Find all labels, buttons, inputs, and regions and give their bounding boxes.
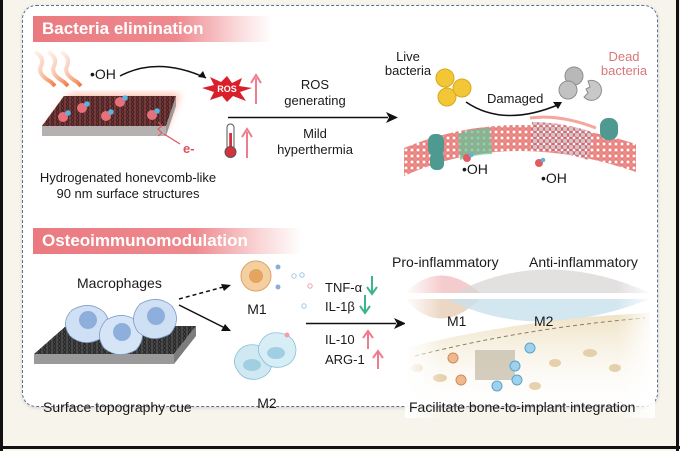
dead-bacteria-icon: [558, 66, 602, 101]
polarization-arrows: [178, 284, 231, 331]
oh-radical-label: •OH: [90, 66, 116, 82]
heat-up-arrow-icon: [241, 127, 253, 158]
macrophages-on-surface-illustration: [34, 299, 196, 364]
live-bacteria-icon: [435, 68, 472, 107]
section-title-osteo: Osteoimmunomodulation: [33, 228, 302, 254]
curve-m2-label: M2: [534, 313, 554, 329]
mild-hyperthermia-line2: hyperthermia: [277, 142, 353, 157]
cytokine-dots: [299, 272, 313, 309]
macrophage-cells: [65, 299, 177, 355]
dead-bacteria-line2: bacteria: [600, 63, 648, 78]
il10-up-arrow-icon: [362, 329, 374, 349]
m2-macrophage-icon: [234, 332, 297, 380]
oh-molecules: [58, 95, 160, 122]
arg1-up-arrow-icon: [372, 349, 384, 369]
frame-border-right: [676, 0, 679, 451]
cytokine-tnf: TNF-α: [325, 280, 363, 295]
m1-macrophage-icon: [240, 260, 297, 292]
mild-hyperthermia-line1: Mild: [303, 126, 327, 141]
ros-badge-label: ROS: [217, 84, 237, 94]
bacterial-membrane-illustration: [404, 115, 636, 176]
ros-burst-icon: [202, 76, 252, 102]
live-bacteria-line1: Live: [396, 49, 420, 64]
frame-border-bottom: [0, 446, 680, 449]
electron-label: e-: [183, 141, 195, 156]
m2-label: M2: [257, 395, 277, 411]
damaged-label: Damaged: [487, 91, 544, 106]
ros-generating-line2: generating: [284, 93, 346, 108]
surface-caption-line2: 90 nm surface structures: [56, 186, 200, 201]
cytokine-il1b: IL-1β: [325, 299, 355, 314]
thermometer-icon: [224, 123, 237, 158]
damaged-curved-arrow: [465, 101, 562, 117]
outcome-caption: Facilitate bone-to-implant integration: [409, 399, 636, 415]
main-process-arrow: [228, 112, 398, 123]
curved-arrow-to-ros: [119, 65, 207, 79]
pro-inflammatory-label: Pro-inflammatory: [392, 254, 499, 270]
inflammation-curves-and-bone-illustration: [405, 268, 655, 418]
surface-topography-caption: Surface topography cue: [43, 399, 192, 415]
light-rays-icon: [33, 50, 83, 88]
macrophages-label: Macrophages: [77, 275, 162, 291]
tnf-down-arrow-icon: [366, 276, 378, 296]
cytokine-il10: IL-10: [325, 332, 355, 347]
frame-border-left: [0, 0, 3, 451]
membrane-oh-label-2: •OH: [541, 170, 567, 186]
membrane-oh-label-1: •OH: [462, 161, 488, 177]
section-title-bacteria: Bacteria elimination: [33, 16, 272, 42]
dead-bacteria-line1: Dead: [608, 49, 640, 64]
cytokine-arg1: ARG-1: [325, 352, 365, 367]
il1b-down-arrow-icon: [359, 295, 371, 315]
curve-m1-label: M1: [447, 313, 467, 329]
live-bacteria-line2: bacteria: [384, 63, 432, 78]
ros-generating-line1: ROS: [300, 77, 330, 92]
surface-caption-line1: Hydrogenated honevcomb-like: [39, 170, 217, 185]
m1-label: M1: [247, 301, 267, 317]
anti-inflammatory-label: Anti-inflammatory: [529, 254, 638, 270]
hydrogenated-surface-illustration: [42, 94, 181, 145]
ros-up-arrow-icon: [250, 73, 262, 104]
cytokine-process-arrow: [306, 318, 406, 329]
